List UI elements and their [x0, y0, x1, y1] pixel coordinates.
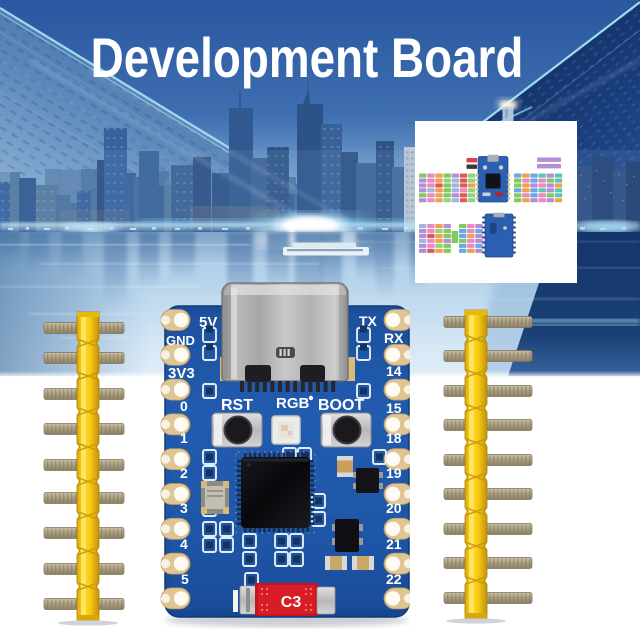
svg-text:21: 21 — [386, 536, 402, 552]
svg-text:1: 1 — [180, 430, 188, 446]
svg-text:3: 3 — [180, 500, 188, 516]
svg-text:GND: GND — [166, 333, 195, 348]
svg-text:20: 20 — [386, 500, 402, 516]
svg-text:RX: RX — [384, 330, 404, 346]
svg-text:3V3: 3V3 — [168, 365, 195, 382]
svg-text:C3: C3 — [281, 594, 302, 611]
svg-text:2: 2 — [180, 465, 188, 481]
svg-text:22: 22 — [386, 571, 402, 587]
svg-text:14: 14 — [386, 363, 402, 379]
svg-text:19: 19 — [386, 465, 402, 481]
svg-text:TX: TX — [359, 313, 378, 329]
svg-text:18: 18 — [386, 430, 402, 446]
svg-text:4: 4 — [180, 536, 188, 552]
svg-text:0: 0 — [180, 398, 188, 414]
svg-text:15: 15 — [386, 400, 402, 416]
svg-text:5: 5 — [181, 571, 189, 587]
svg-text:BOOT: BOOT — [318, 397, 364, 414]
svg-text:RGB: RGB — [276, 395, 310, 412]
svg-text:RST: RST — [221, 397, 253, 414]
